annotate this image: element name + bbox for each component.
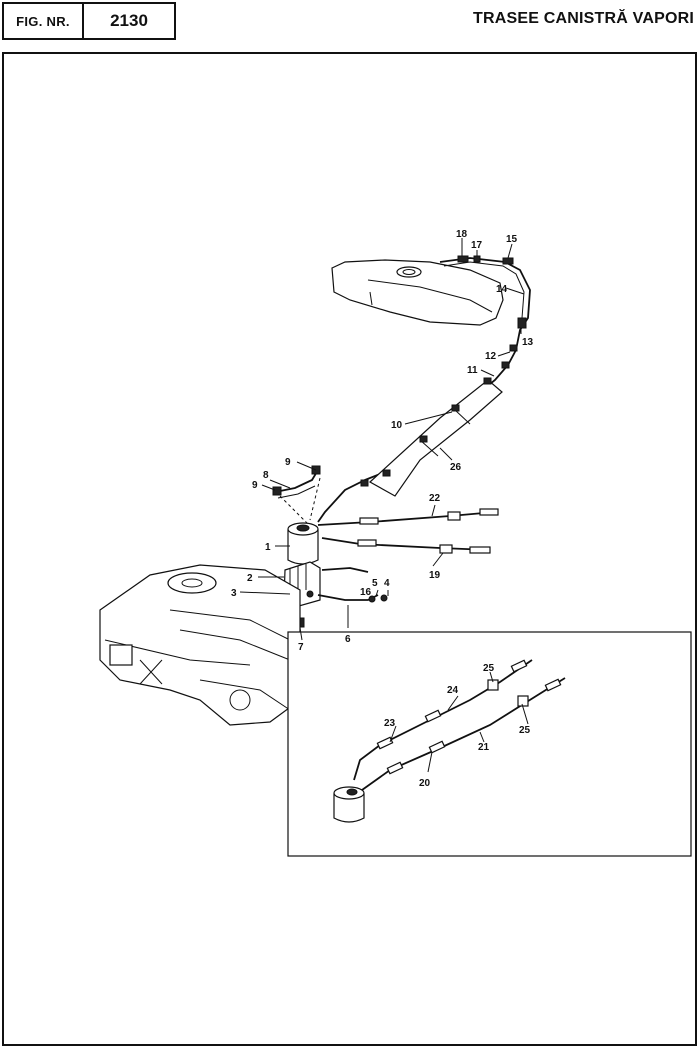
page-title: TRASEE CANISTRĂ VAPORI	[472, 10, 694, 27]
callout-10: 10	[391, 420, 403, 431]
callout-9-top: 9	[285, 457, 291, 468]
callout-9-left: 9	[252, 480, 258, 491]
callout-15: 15	[506, 234, 518, 245]
callout-23: 23	[384, 718, 396, 729]
callout-2: 2	[247, 573, 253, 584]
charcoal-canister	[287, 522, 319, 565]
callout-22: 22	[429, 493, 441, 504]
callout-16: 16	[360, 587, 372, 598]
callout-25-lower: 25	[519, 725, 531, 736]
callout-4: 4	[384, 578, 390, 589]
callout-20: 20	[419, 778, 431, 789]
purge-lines	[317, 508, 499, 554]
fuel-tank	[331, 259, 504, 326]
figure-number-box: FIG. NR. 2130	[2, 2, 176, 40]
callout-19: 19	[429, 570, 441, 581]
callout-14: 14	[496, 284, 508, 295]
hose-assembly	[272, 465, 321, 525]
callout-11: 11	[467, 365, 478, 376]
callout-6: 6	[345, 634, 351, 645]
callout-13: 13	[522, 337, 534, 348]
callout-3: 3	[231, 588, 237, 599]
callout-18: 18	[456, 229, 468, 240]
callout-12: 12	[485, 351, 497, 362]
vapor-lines	[317, 255, 531, 523]
callout-8: 8	[263, 470, 269, 481]
callout-5: 5	[372, 578, 378, 589]
callout-labels: 1 2 3 4 5 6 7 8 9 9 10 11 12 13 14 15 16…	[231, 229, 534, 789]
diagram-frame	[2, 52, 697, 1046]
figure-number: 2130	[110, 11, 148, 30]
callout-17: 17	[471, 240, 483, 251]
callout-21: 21	[478, 742, 490, 753]
callout-24: 24	[447, 685, 459, 696]
leader-lines	[239, 238, 529, 773]
figure-label: FIG. NR.	[4, 4, 84, 38]
callout-25-upper: 25	[483, 663, 495, 674]
callout-26: 26	[450, 462, 462, 473]
inset-detail	[287, 631, 692, 857]
engine-bay	[99, 564, 301, 726]
callout-1: 1	[265, 542, 271, 553]
callout-7: 7	[298, 642, 304, 653]
